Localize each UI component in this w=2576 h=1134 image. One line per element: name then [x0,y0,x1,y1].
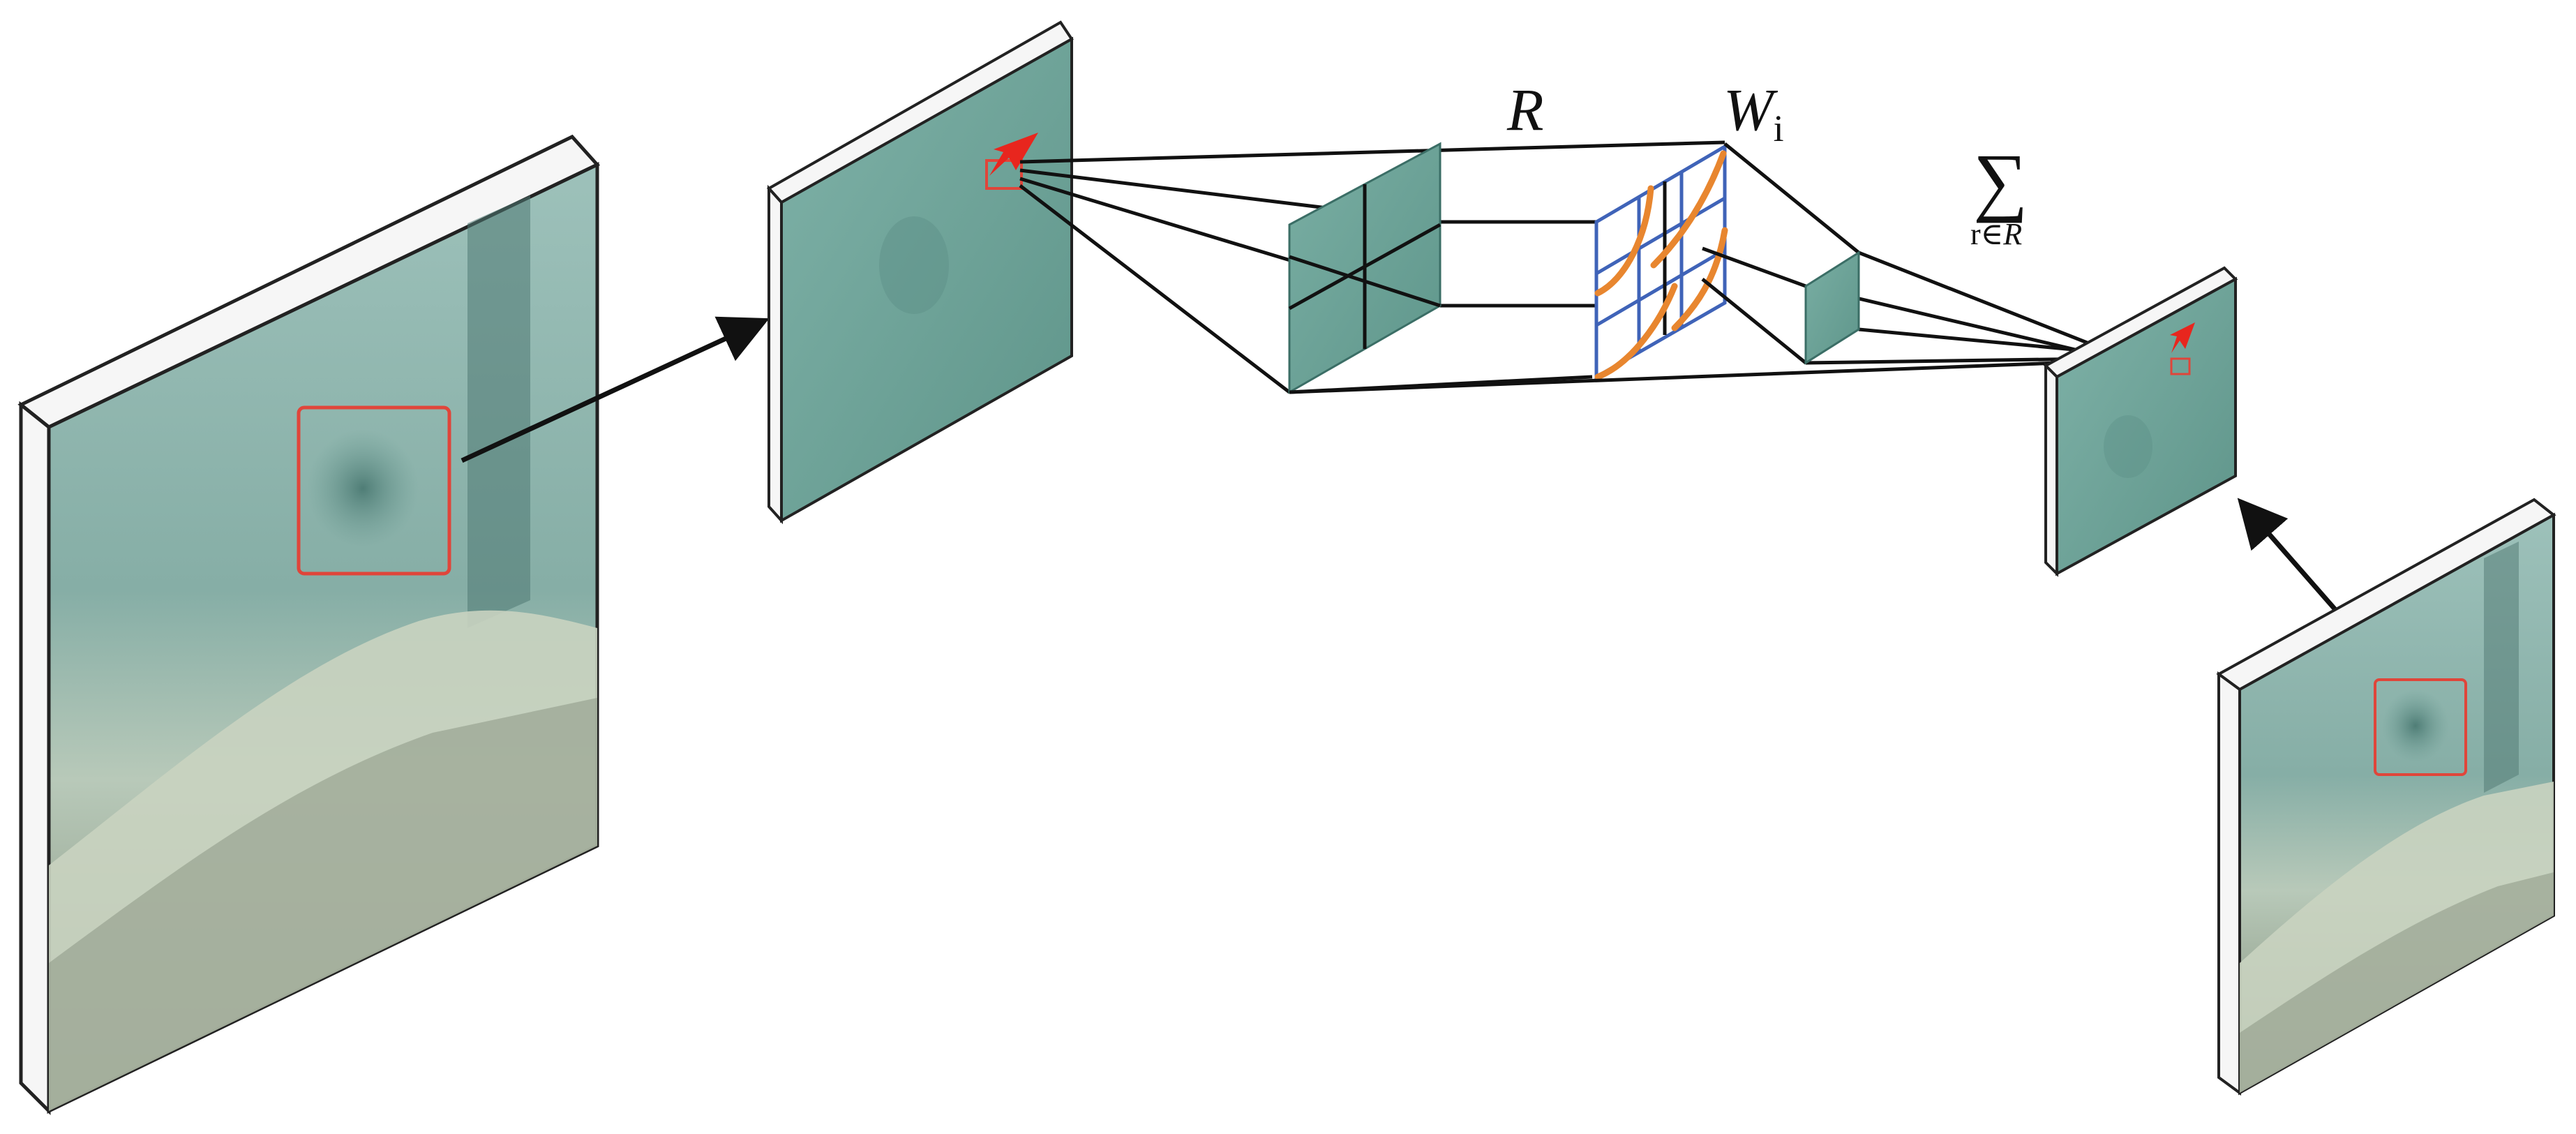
weights-subscript: i [1774,107,1784,149]
region-set-label: R [1506,76,1544,143]
output-sample-box [2170,357,2191,375]
sum-subscript-set: R [2002,217,2022,251]
output-slice [1804,251,1860,365]
weights-label: Wi [1723,76,1784,149]
highlight-box-large [297,405,451,576]
sum-symbol: ∑ [1973,138,2028,223]
flow-arrow-left [460,316,770,463]
output-feature-block [2043,266,2238,577]
sum-subscript: r∈R [1970,217,2022,251]
orange-offset-curves [1594,150,1728,380]
red-pointer-arrow-left [989,133,1038,176]
feature-map-block [766,20,1074,525]
weights-main: W [1723,76,1779,143]
red-pointer-arrow-right [2170,322,2195,353]
receptive-field-slice [1288,142,1441,394]
input-image-large [17,134,601,1116]
input-image-small [2216,498,2556,1096]
highlight-box-small [2374,678,2467,776]
sum-subscript-prefix: r∈ [1970,217,2003,251]
sampling-grid [1594,143,1728,380]
